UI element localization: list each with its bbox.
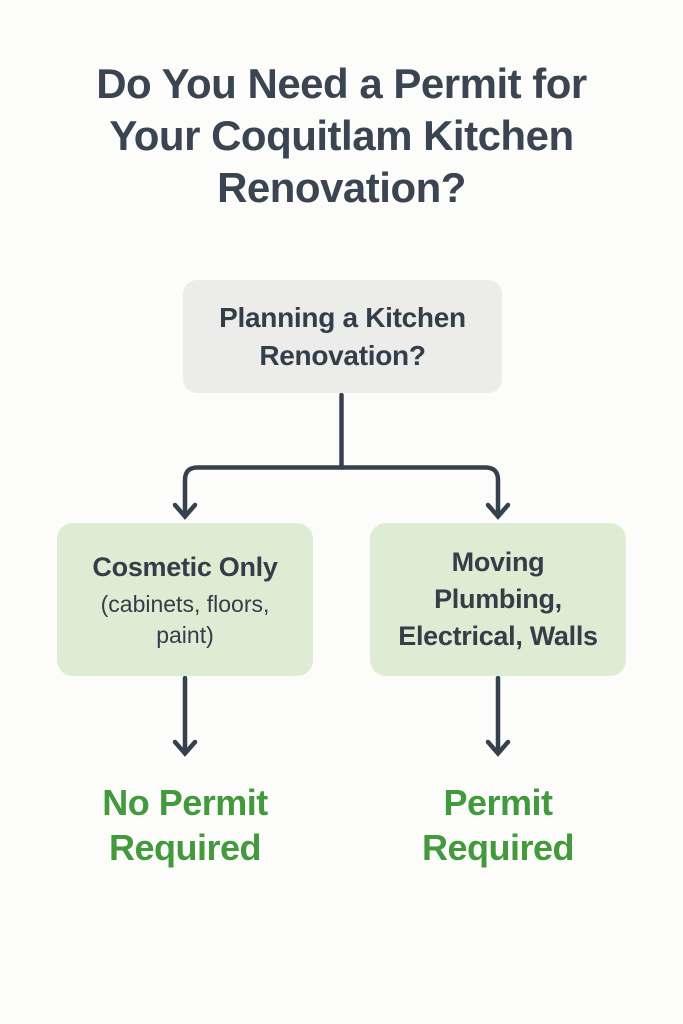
flow-node-moving-systems: Moving Plumbing, Electrical, Walls [370, 523, 626, 676]
flow-node-cosmetic-subtitle: (cabinets, floors, paint) [100, 590, 270, 648]
branch-connector-line [182, 465, 501, 515]
arrowhead-right-top-icon [485, 502, 511, 520]
flow-node-question: Planning a Kitchen Renovation? [183, 280, 502, 393]
flow-node-cosmetic-title: Cosmetic Only [92, 551, 278, 582]
flow-node-moving-systems-title: Moving Plumbing, Electrical, Walls [398, 547, 598, 651]
arrowhead-left-bottom-icon [172, 739, 198, 757]
page-title: Do You Need a Permit for Your Coquitlam … [96, 60, 587, 211]
flow-node-question-label: Planning a Kitchen Renovation? [219, 301, 466, 371]
arrowhead-left-top-icon [172, 502, 198, 520]
result-permit-required: Permit Required [421, 782, 575, 868]
arrowhead-right-bottom-icon [485, 739, 511, 757]
flow-node-cosmetic-only: Cosmetic Only (cabinets, floors, paint) [57, 523, 313, 676]
result-no-permit-required: No Permit Required [102, 782, 268, 868]
